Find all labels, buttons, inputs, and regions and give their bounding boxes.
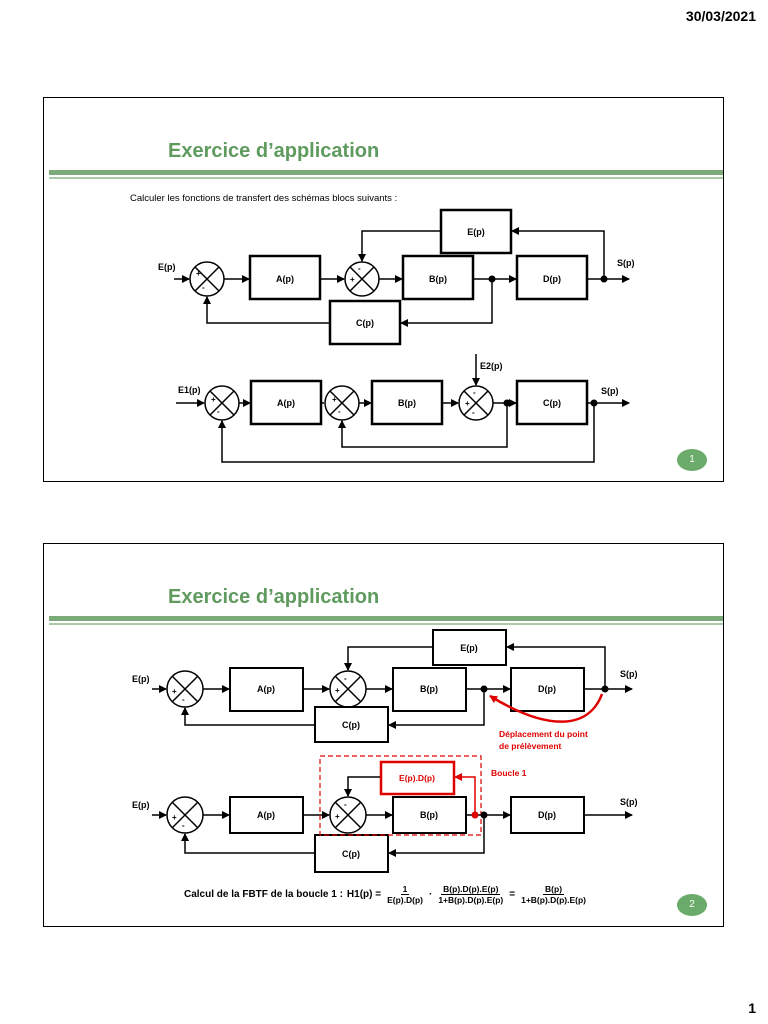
svg-text:+: + <box>335 812 340 821</box>
diagram1-input-label: E(p) <box>158 262 176 272</box>
svg-text:+: + <box>335 686 340 695</box>
fraction-3-num: B(p) <box>543 884 565 895</box>
svg-text:-: - <box>182 821 185 830</box>
title-rule-thin <box>49 177 723 179</box>
svg-text:+: + <box>172 687 177 696</box>
block-D: D(p) <box>538 684 556 694</box>
block-E: E(p) <box>467 227 485 237</box>
block-B: B(p) <box>420 684 438 694</box>
fraction-1-num: 1 <box>400 884 410 895</box>
formula-lhs: H1(p) = <box>346 889 382 900</box>
fraction-2: B(p).D(p).E(p) 1+B(p).D(p).E(p) <box>436 884 505 905</box>
fraction-1: 1 E(p).D(p) <box>385 884 425 905</box>
block-C: C(p) <box>356 318 374 328</box>
fraction-2-den: 1+B(p).D(p).E(p) <box>438 895 504 905</box>
page-number: 1 <box>748 1000 756 1016</box>
block-A: A(p) <box>257 810 275 820</box>
diagram2-input-label: E(p) <box>132 800 150 810</box>
diagram1-output-label: S(p) <box>617 258 635 268</box>
svg-text:-: - <box>473 388 476 397</box>
block-B: B(p) <box>429 274 447 284</box>
loop-label: Boucle 1 <box>491 768 527 778</box>
block-A: A(p) <box>277 398 295 408</box>
title-rule-thin <box>49 623 723 625</box>
block-C: C(p) <box>342 849 360 859</box>
title-rule <box>49 170 723 175</box>
svg-text:+: + <box>172 813 177 822</box>
block-D: D(p) <box>543 274 561 284</box>
svg-text:-: - <box>217 407 220 416</box>
block-A: A(p) <box>257 684 275 694</box>
block-C: C(p) <box>543 398 561 408</box>
slide-number-badge: 1 <box>677 449 707 471</box>
fraction-3: B(p) 1+B(p).D(p).E(p) <box>519 884 588 905</box>
relocation-note-line2: de prélèvement <box>499 741 562 751</box>
svg-text:+: + <box>350 275 355 284</box>
svg-text:-: - <box>344 674 347 683</box>
fraction-2-num: B(p).D(p).E(p) <box>441 884 501 895</box>
relocation-note-line1: Déplacement du point <box>499 729 588 739</box>
svg-text:-: - <box>182 695 185 704</box>
svg-text:-: - <box>344 800 347 809</box>
block-E: E(p) <box>460 643 478 653</box>
diagram1-output-label: S(p) <box>620 669 638 679</box>
block-B: B(p) <box>398 398 416 408</box>
svg-text:+: + <box>465 399 470 408</box>
block-C: C(p) <box>342 720 360 730</box>
loop-formula: Calcul de la FBTF de la boucle 1 : H1(p)… <box>184 884 588 905</box>
slide-title: Exercice d’application <box>168 140 380 162</box>
header-date: 30/03/2021 <box>685 8 756 24</box>
block-A: A(p) <box>276 274 294 284</box>
diagram1-input-label: E(p) <box>132 674 150 684</box>
svg-text:+: + <box>196 269 201 278</box>
svg-text:-: - <box>358 264 361 273</box>
slide-number-badge: 2 <box>677 894 707 916</box>
block-diagrams-1: +- -+ +- +- -+- E(p) A(p) B(p) D(p) E(p)… <box>158 208 635 463</box>
svg-text:-: - <box>338 407 341 416</box>
block-D: D(p) <box>538 810 556 820</box>
instruction-text: Calculer les fonctions de transfert des … <box>130 193 398 204</box>
fraction-3-den: 1+B(p).D(p).E(p) <box>521 895 587 905</box>
diagram2-disturbance-label: E2(p) <box>480 361 503 371</box>
svg-text:-: - <box>472 408 475 417</box>
svg-text:-: - <box>202 283 205 292</box>
formula-lead: Calcul de la FBTF de la boucle 1 : <box>184 889 343 900</box>
slide-1: Exercice d’application Calculer les fonc… <box>43 97 724 482</box>
diagram2-output-label: S(p) <box>620 797 638 807</box>
svg-text:+: + <box>332 395 337 404</box>
title-rule <box>49 616 723 621</box>
svg-text:+: + <box>211 395 216 404</box>
diagram2-output-label: S(p) <box>601 386 619 396</box>
slide-2: Exercice d’application <box>43 543 724 927</box>
slide-title: Exercice d’application <box>168 586 380 608</box>
block-ED: E(p).D(p) <box>399 773 435 783</box>
diagram2-input-label: E1(p) <box>178 385 201 395</box>
fraction-1-den: E(p).D(p) <box>387 895 423 905</box>
block-B: B(p) <box>420 810 438 820</box>
block-diagrams-2: +- -+ +- -+ E(p) A(p) B(p) D(p) E(p) C(p… <box>132 629 638 873</box>
